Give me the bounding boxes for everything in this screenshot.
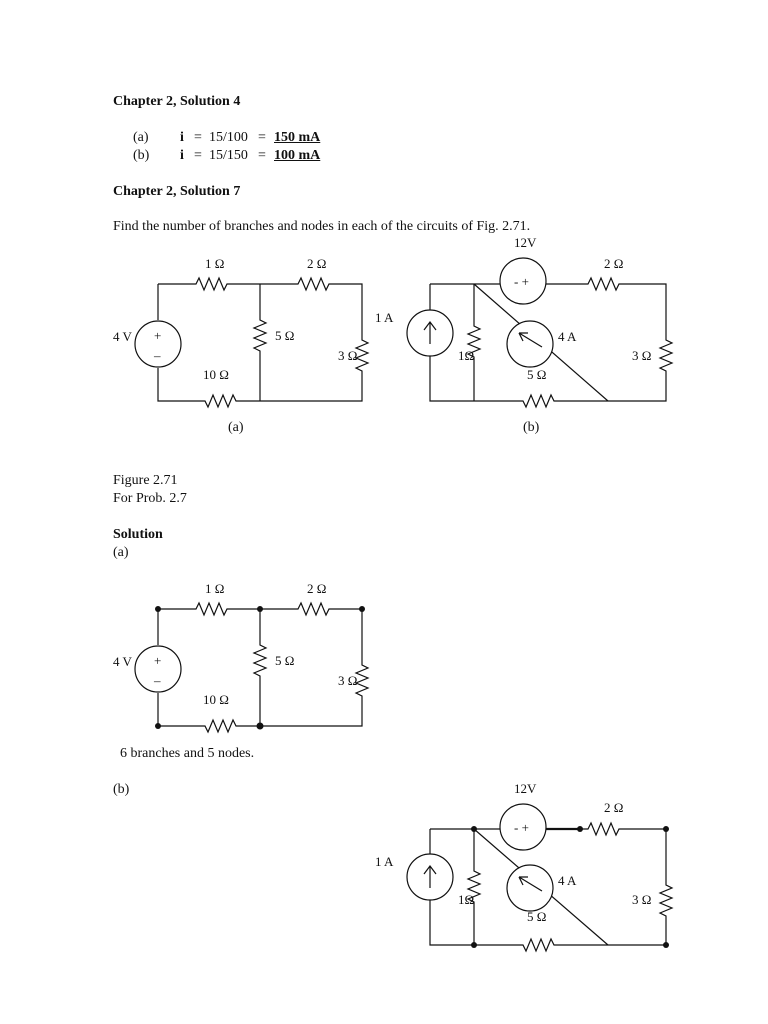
solution-a-r3: 3 Ω bbox=[338, 673, 357, 688]
figure-b-label: (b) bbox=[523, 420, 540, 435]
solution-a-source-label: 4 V bbox=[113, 654, 133, 669]
node-dot bbox=[359, 606, 365, 612]
node-dot bbox=[663, 826, 669, 832]
solution-a-plus: + bbox=[154, 653, 161, 668]
node-dot bbox=[577, 826, 583, 832]
solution-7-title: Chapter 2, Solution 7 bbox=[113, 184, 241, 199]
circuit-b-current-1a: 1 A bbox=[375, 310, 394, 325]
circuit-a-source-label: 4 V bbox=[113, 329, 133, 344]
solution-a-label: (a) bbox=[113, 545, 129, 560]
node-dot bbox=[257, 606, 263, 612]
solution-a-r2: 2 Ω bbox=[307, 581, 326, 596]
part-b-label: (b) bbox=[133, 148, 150, 163]
part-a-answer: 150 mA bbox=[274, 130, 321, 145]
circuit-b-figure: - + 12V 1 A 4 A 1Ω 2 Ω 5 Ω 3 Ω bbox=[375, 235, 674, 409]
solution-b-label: (b) bbox=[113, 782, 130, 797]
solution-b-r2: 2 Ω bbox=[604, 800, 623, 815]
part-a-equals: = bbox=[194, 130, 202, 145]
circuit-b-r2: 2 Ω bbox=[604, 256, 623, 271]
solution-b-r1: 1Ω bbox=[458, 892, 474, 907]
solution-a-r10: 10 Ω bbox=[203, 692, 229, 707]
part-b-expression: 15/150 bbox=[209, 148, 248, 163]
figure-a-label: (a) bbox=[228, 420, 244, 435]
figure-caption: Figure 2.71 bbox=[113, 473, 178, 488]
part-a-variable: i bbox=[180, 130, 184, 145]
circuit-b-r1: 1Ω bbox=[458, 348, 474, 363]
solution-b-r3: 3 Ω bbox=[632, 892, 651, 907]
solution-a-figure: + – 4 V 1 Ω 2 Ω 5 Ω 3 Ω 10 Ω bbox=[113, 581, 370, 734]
solution-4-title: Chapter 2, Solution 4 bbox=[113, 94, 241, 109]
solution-b-voltage-label: 12V bbox=[514, 781, 537, 796]
solution-a-r1: 1 Ω bbox=[205, 581, 224, 596]
node-dot bbox=[256, 722, 264, 730]
node-dot bbox=[663, 942, 669, 948]
circuit-a-r2: 2 Ω bbox=[307, 256, 326, 271]
solution-b-source-sign: - + bbox=[514, 820, 529, 835]
circuit-a-minus: – bbox=[153, 348, 161, 363]
solution-b-figure: - + 12V 1 A 4 A 1Ω 2 Ω 5 Ω 3 Ω bbox=[375, 781, 674, 953]
circuit-b-current-4a: 4 A bbox=[558, 329, 577, 344]
solution-b-r5: 5 Ω bbox=[527, 909, 546, 924]
part-a-equals-2: = bbox=[258, 130, 266, 145]
circuit-a-r5: 5 Ω bbox=[275, 328, 294, 343]
solution-a-minus: – bbox=[153, 673, 161, 688]
part-b-equals-2: = bbox=[258, 148, 266, 163]
part-b-answer: 100 mA bbox=[274, 148, 321, 163]
solution-a-answer: 6 branches and 5 nodes. bbox=[120, 746, 255, 761]
node-dot bbox=[155, 606, 161, 612]
circuit-a-r3: 3 Ω bbox=[338, 348, 357, 363]
node-dot bbox=[155, 723, 161, 729]
circuit-a-r10: 10 Ω bbox=[203, 367, 229, 382]
part-a-expression: 15/100 bbox=[209, 130, 248, 145]
circuit-a-r1: 1 Ω bbox=[205, 256, 224, 271]
circuit-b-r5: 5 Ω bbox=[527, 367, 546, 382]
part-b-equals: = bbox=[194, 148, 202, 163]
circuit-a-figure: + – 4 V 1 Ω 2 Ω 5 Ω 3 Ω 10 Ω bbox=[113, 256, 370, 409]
circuit-b-voltage-label: 12V bbox=[514, 235, 537, 250]
circuit-b-source-sign: - + bbox=[514, 274, 529, 289]
problem-statement: Find the number of branches and nodes in… bbox=[113, 219, 531, 234]
circuit-b-r3: 3 Ω bbox=[632, 348, 651, 363]
solution-b-current-4a: 4 A bbox=[558, 873, 577, 888]
solution-b-current-1a: 1 A bbox=[375, 854, 394, 869]
solution-a-r5: 5 Ω bbox=[275, 653, 294, 668]
part-b-variable: i bbox=[180, 148, 184, 163]
figure-caption-sub: For Prob. 2.7 bbox=[113, 491, 187, 506]
node-dot bbox=[471, 826, 477, 832]
part-a-label: (a) bbox=[133, 130, 149, 145]
node-dot bbox=[471, 942, 477, 948]
solution-heading: Solution bbox=[113, 527, 163, 542]
circuit-a-plus: + bbox=[154, 328, 161, 343]
